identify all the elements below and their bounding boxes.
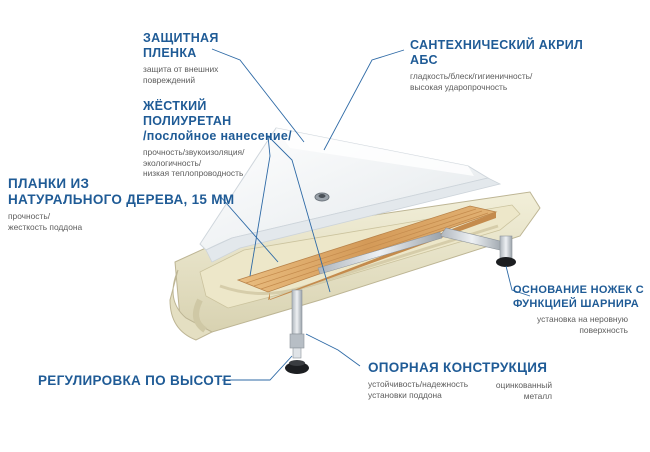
leader-polyurethane-1	[249, 135, 271, 277]
leader-wood	[219, 195, 279, 263]
middle-support-bar	[317, 231, 443, 275]
polyurethane-label: ЖЁСТКИЙ ПОЛИУРЕТАН /послойное нанесение/…	[143, 99, 292, 179]
wood-planks-title: ПЛАНКИ ИЗ НАТУРАЛЬНОГО ДЕРЕВА, 15 мм	[8, 176, 235, 207]
protective-film-title: ЗАЩИТНАЯ ПЛЕНКА	[143, 31, 219, 60]
acrylic-note: гладкость/блеск/гигиеничность/ высокая у…	[410, 71, 533, 92]
galvanized-metal-note: оцинкованный металл	[495, 380, 552, 401]
polyurethane-subtitle: /послойное нанесение/	[143, 129, 292, 143]
height-adjust-title: РЕГУЛИРОВКА ПО ВЫСОТЕ	[38, 373, 232, 388]
support-note: устойчивость/надежность установки поддон…	[368, 379, 469, 400]
leader-acrylic	[323, 49, 405, 151]
leader-leg-base	[505, 265, 531, 297]
left-front-leg	[285, 289, 309, 374]
leg-base-label: ОСНОВАНИЕ НОЖЕК С ФУНКЦИЕЙ ШАРНИРА устан…	[513, 283, 644, 335]
leader-polyurethane-2	[267, 135, 331, 293]
protective-film-note: защита от внешних повреждений	[143, 64, 219, 85]
polyurethane-title: ЖЁСТКИЙ ПОЛИУРЕТАН /послойное нанесение/	[143, 99, 292, 143]
height-adjust-label: РЕГУЛИРОВКА ПО ВЫСОТЕ	[38, 373, 232, 389]
right-rear-leg	[439, 227, 516, 267]
protective-film-label: ЗАЩИТНАЯ ПЛЕНКА защита от внешних повреж…	[143, 31, 219, 85]
acrylic-label: САНТЕХНИЧЕСКИЙ АКРИЛ АБС гладкость/блеск…	[410, 38, 583, 92]
leader-lines	[211, 48, 531, 381]
acrylic-title: САНТЕХНИЧЕСКИЙ АКРИЛ АБС	[410, 38, 584, 67]
support-label: ОПОРНАЯ КОНСТРУКЦИЯ устойчивость/надежно…	[368, 360, 547, 400]
support-title: ОПОРНАЯ КОНСТРУКЦИЯ	[368, 360, 548, 375]
leg-base-note: установка на неровную поверхность	[537, 314, 629, 335]
wood-planks-label: ПЛАНКИ ИЗ НАТУРАЛЬНОГО ДЕРЕВА, 15 мм про…	[8, 176, 234, 232]
polyurethane-note: прочность/звукоизоляция/ экологичность/ …	[143, 147, 245, 178]
leader-height-adjust	[222, 355, 293, 381]
leader-support	[305, 333, 361, 367]
acrylic-top	[199, 127, 502, 263]
leader-protective-film	[211, 48, 305, 143]
leg-base-title: ОСНОВАНИЕ НОЖЕК С ФУНКЦИЕЙ ШАРНИРА	[513, 284, 645, 310]
wood-planks-note: прочность/ жесткость поддона	[8, 211, 83, 232]
